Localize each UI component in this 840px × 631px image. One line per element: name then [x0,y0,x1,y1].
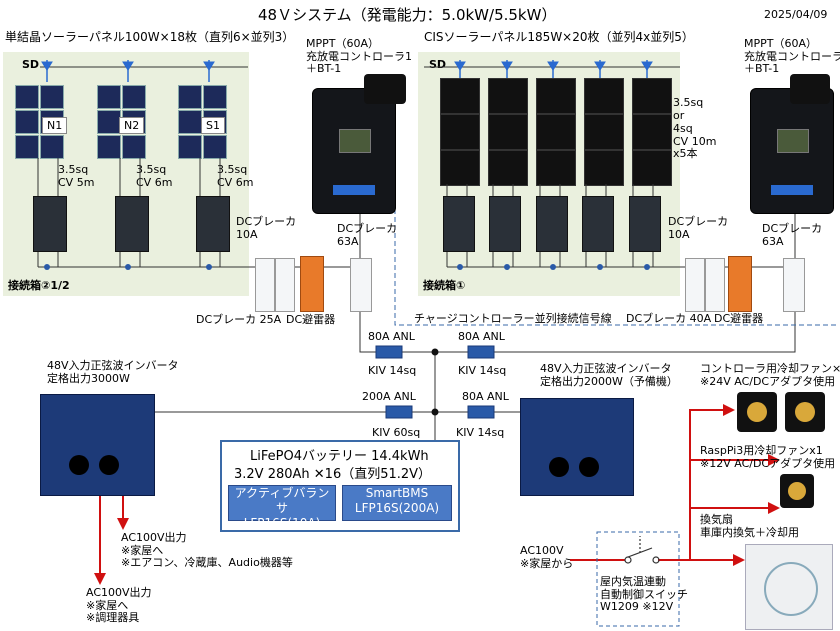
fuse1-rating: 80A ANL [368,330,415,343]
bt1-module-1 [364,74,406,104]
right-breaker-40a-label: DCブレーカ 40A [626,312,712,325]
dc-arrester-left [300,256,324,312]
battery-line2: 3.2V 280Ah ✕16（直列51.2V） [234,467,432,482]
string-label-n2: N2 [119,117,145,134]
page-title: 48Ｖシステム（発電能力：5.0kW/5.5kW） [258,6,557,24]
fuse2-cable: KIV 14sq [458,364,507,377]
bt1-module-2 [790,74,830,104]
left-breaker-25a-label: DCブレーカ 25A [196,313,282,326]
right-array-heading: CISソーラーパネル185W×20枚（並列4x並列5） [424,30,694,44]
battery-line1: LiFePO4バッテリー 14.4kWh [250,449,429,464]
mppt1-controller [312,88,396,214]
ac-out2-label: AC100V出力※家屋へ※調理器具 [86,586,152,625]
right-sd-label: SD [429,58,447,71]
ac-out1-label: AC100V出力※家屋へ※エアコン、冷蔵庫、Audio機器等 [121,531,293,570]
fuse1-cable: KIV 14sq [368,364,417,377]
inverter2-device [520,398,634,496]
left-box-label: 接続箱②1/2 [8,279,70,292]
dc-breaker-63a-2 [783,258,805,312]
fuse3-cable: KIV 60sq [372,426,421,439]
date-label: 2025/04/09 [764,8,828,21]
left-array-heading: 単結晶ソーラーパネル100W×18枚（直列6×並列3） [5,30,295,44]
signal-line-label: チャージコントローラー並列接続信号線 [414,312,612,325]
dc-breaker-63a-1 [350,258,372,312]
dc-arrester-right [728,256,752,312]
controller-fan-label: コントローラ用冷却ファン×2※24V AC/DCアダプタ使用 [700,362,840,388]
ac-in-label: AC100V※家屋から [520,544,574,570]
fuse4-rating: 80A ANL [462,390,509,403]
mppt2-controller [750,88,834,214]
exhaust-fan-label: 換気扇車庫内換気＋冷却用 [700,513,799,539]
exhaust-fan-icon [745,544,833,630]
fuse2-rating: 80A ANL [458,330,505,343]
left-arrester-label: DC避雷器 [286,313,336,326]
rasppi-fan-label: RaspPi3用冷却ファンx1※12V AC/DCアダプタ使用 [700,444,836,470]
left-sd-label: SD [22,58,40,71]
mppt1-label: MPPT（60A）充放電コントローラ1＋BT-1 [306,37,412,76]
right-arrester-label: DC避雷器 [714,312,764,325]
rasppi-fan-icon [780,474,814,508]
string-label-s1: S1 [201,117,225,134]
inverter2-label: 48V入力正弦波インバータ定格出力2000W（予備機） [540,362,678,388]
fuse3-rating: 200A ANL [362,390,416,403]
inverter1-device [40,394,155,496]
mppt2-label: MPPT（60A）充放電コントローラ2＋BT-1 [744,37,840,76]
cis-cable-label: 3.5sq or 4sq CV 10m x5本 [673,96,717,161]
fuse4-cable: KIV 14sq [456,426,505,439]
string-label-n1: N1 [42,117,68,134]
inverter1-label: 48V入力正弦波インバータ定格出力3000W [47,359,179,385]
right-box-label: 接続箱① [423,279,466,292]
